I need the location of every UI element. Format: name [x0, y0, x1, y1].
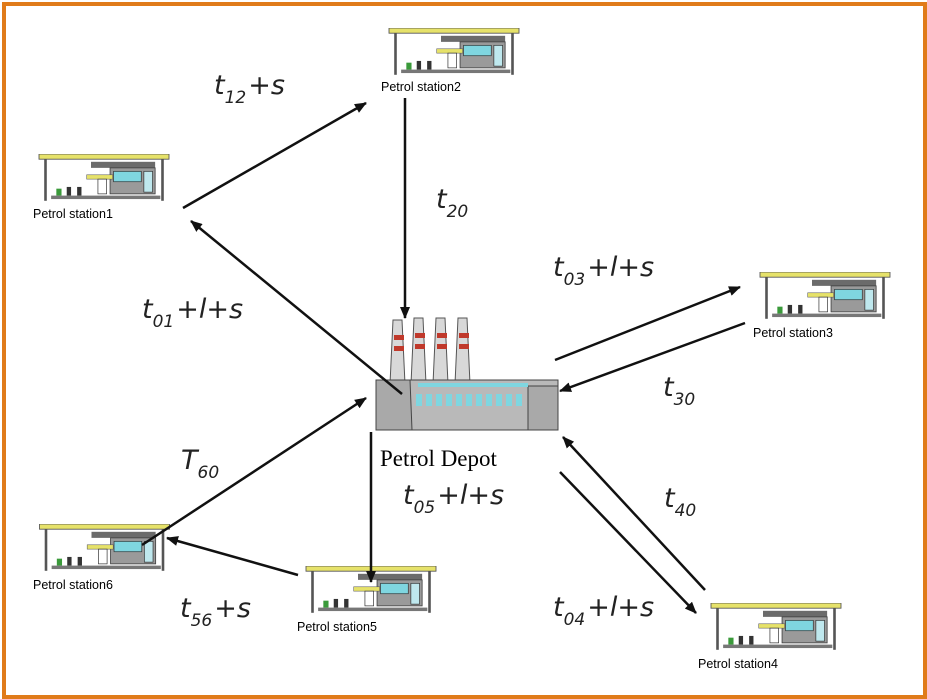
edge-e20-label: t20 [436, 184, 469, 222]
edge-e30-label: t30 [663, 372, 696, 410]
station-6-label: Petrol station6 [33, 578, 113, 592]
edge-e12-arrow [182, 101, 367, 210]
station-6-graphic [38, 524, 171, 572]
station-2-label: Petrol station2 [381, 80, 461, 94]
edge-e60-label: T60 [181, 445, 220, 483]
edge-e03-label: t03+l+s [553, 252, 655, 290]
edge-e01-arrow [190, 220, 403, 395]
edge-e01-label: t01+l+s [142, 294, 244, 332]
edge-e60-arrow [141, 396, 367, 547]
station-4-label: Petrol station4 [698, 657, 778, 671]
edge-e40-arrow [562, 436, 706, 591]
edge-e12-label: t12+s [214, 70, 285, 108]
edge-e04-arrow [559, 471, 697, 614]
station-1-graphic [38, 154, 170, 202]
edge-e04-label: t04+l+s [553, 592, 655, 630]
station-1-label: Petrol station1 [33, 207, 113, 221]
station-5-label: Petrol station5 [297, 620, 377, 634]
station-3-label: Petrol station3 [753, 326, 833, 340]
edge-e40-label: t40 [664, 483, 697, 521]
edge-e03-arrow [554, 285, 741, 362]
depot-graphic [375, 317, 559, 431]
depot-label: Petrol Depot [380, 446, 497, 471]
station-3-graphic [759, 272, 891, 320]
edge-e56-arrow [166, 536, 299, 577]
edge-e05-label: t05+l+s [403, 480, 505, 518]
edge-e30-arrow [559, 321, 746, 393]
station-4-graphic [710, 603, 842, 651]
edge-e56-label: t56+s [180, 593, 251, 631]
station-2-graphic [388, 28, 520, 76]
